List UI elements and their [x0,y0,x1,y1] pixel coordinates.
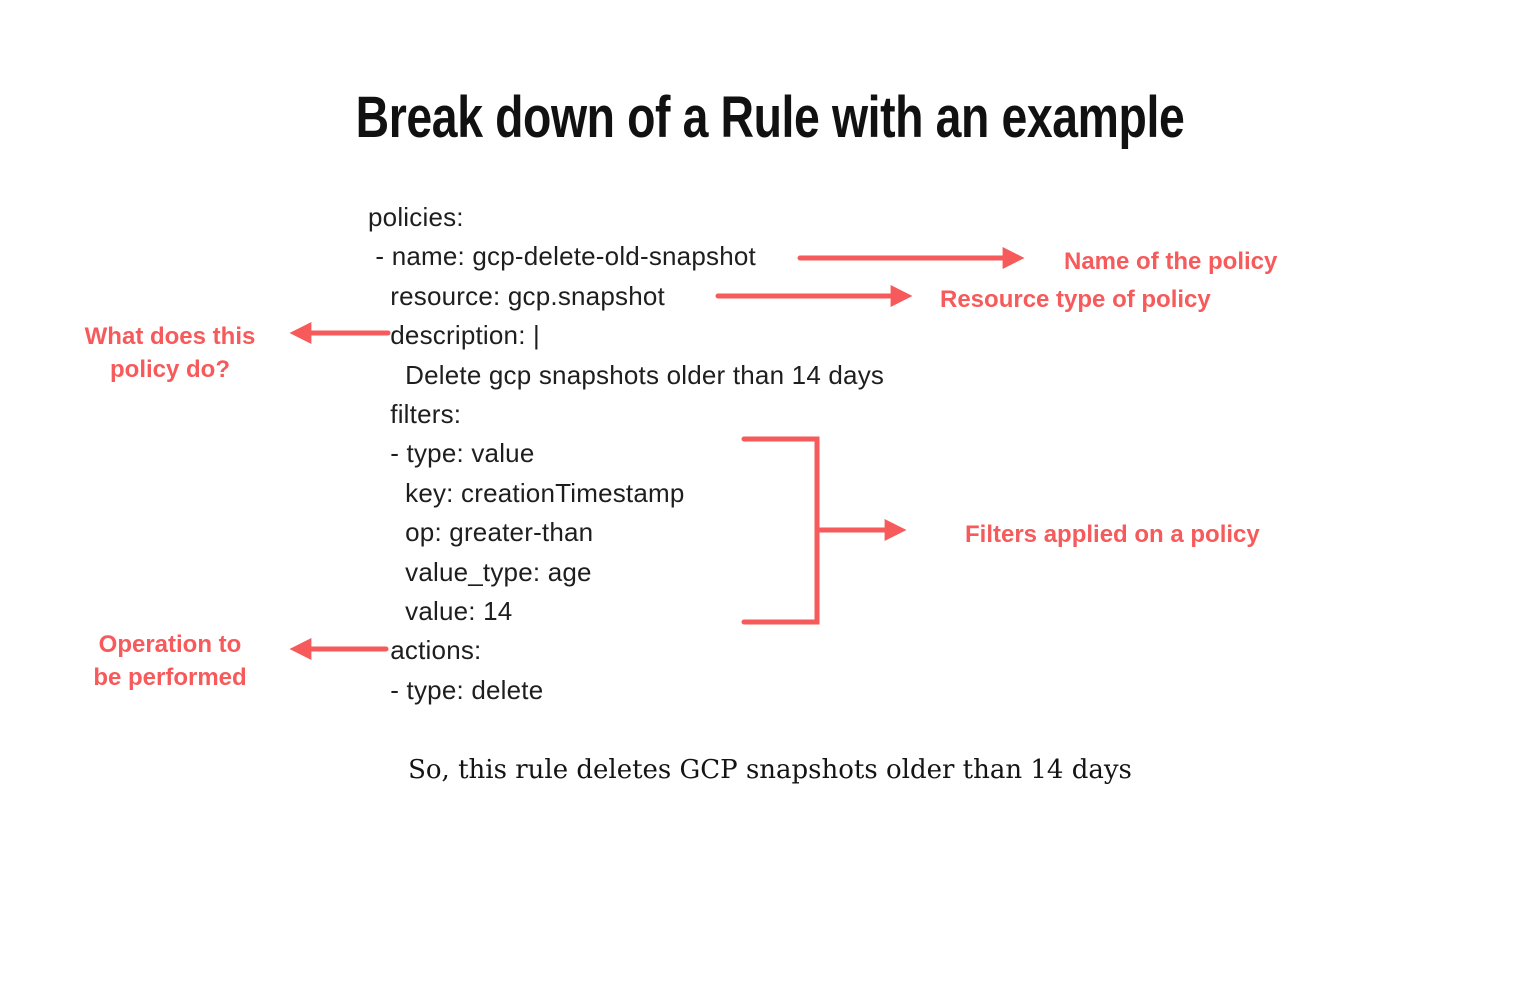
code-line-desc-text: Delete gcp snapshots older than 14 days [368,359,885,390]
code-line-actions: actions: [368,635,482,666]
code-line-description: description: | [368,320,541,351]
code-line-action-type: - type: delete [368,674,544,705]
code-line-policies: policies: [368,202,464,232]
annotation-resource-type: Resource type of policy [940,286,1211,313]
annotation-policy-description: What does this policy do? [84,323,256,383]
code-line-value: value: 14 [368,596,513,627]
code-line-resource: resource: gcp.snapshot [368,280,665,311]
summary-text: So, this rule deletes GCP snapshots olde… [408,755,1132,785]
code-line-filter-type: - type: value [368,438,535,469]
code-line-value-type: value_type: age [368,556,592,587]
code-line-name: - name: gcp-delete-old-snapshot [368,241,756,272]
code-line-filter-op: op: greater-than [368,517,594,548]
code-line-filter-key: key: creationTimestamp [368,477,685,508]
yaml-code-block: policies: - name: gcp-delete-old-snapsho… [368,198,884,710]
page-title: Break down of a Rule with an example [355,85,1185,150]
annotation-name-of-policy: Name of the policy [1064,248,1278,275]
annotation-operation: Operation to be performed [93,631,247,691]
annotation-filters-applied: Filters applied on a policy [965,521,1260,548]
code-line-filters: filters: [368,399,462,430]
